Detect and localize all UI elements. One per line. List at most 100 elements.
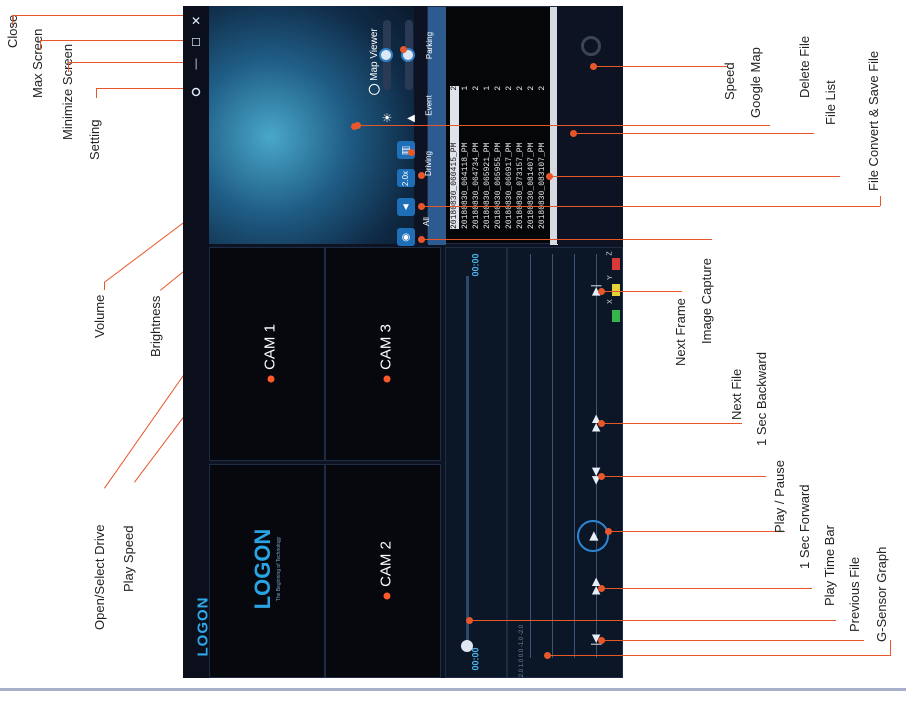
marker-g-sensor	[544, 652, 551, 659]
leader-min	[68, 62, 186, 63]
file-name: 20180830_065921_PM	[483, 142, 492, 229]
play-pause-button[interactable]: ▶	[577, 520, 609, 552]
file-event-count: 2	[505, 85, 514, 91]
leader-volume	[104, 282, 105, 290]
brightness-icon: ☀	[381, 111, 393, 125]
logo-large: LOGON The Beginning of Technology	[250, 515, 282, 623]
marker-play-time-bar	[466, 617, 473, 624]
play-time-handle[interactable]	[461, 640, 473, 652]
g-sensor-scale: 2.0 1.0 0.0 -1.0 -2.0	[519, 624, 526, 678]
label-play-pause: Play / Pause	[772, 460, 787, 533]
g-sensor-graph: X Y Z 2.0 1.0 0.0 -1.0 -2.0	[507, 247, 623, 678]
marker-previous-file	[598, 637, 605, 644]
file-event-count: 2	[516, 85, 525, 91]
brightness-slider[interactable]	[379, 20, 393, 90]
label-delete-file: Delete File	[797, 35, 812, 98]
image-capture-button[interactable]: ◉	[397, 228, 415, 246]
tab-driving[interactable]: Driving	[423, 151, 433, 176]
file-name: 20180830_073157_PM	[516, 142, 525, 229]
leader-sec-backward	[602, 476, 766, 477]
marker-delete-file	[570, 130, 577, 137]
g-sensor-x-label: X	[606, 299, 614, 304]
brightness-handle[interactable]	[379, 48, 393, 62]
cam-1-view[interactable]: CAM 1	[209, 247, 325, 461]
leader-file-convert-v	[880, 196, 881, 206]
google-map-icon[interactable]	[581, 36, 601, 56]
list-item[interactable]: 20180830_065955_PM2	[494, 86, 503, 229]
play-icon: ▶	[586, 531, 600, 541]
file-name: 20180830_065955_PM	[494, 142, 503, 229]
leader-play-time-bar	[470, 620, 836, 621]
label-gsensor-graph: G-Sensor Graph	[874, 546, 889, 642]
label-sec-backward: 1 Sec Backward	[754, 352, 769, 446]
list-item[interactable]: 20180830_081407_PM2	[527, 86, 536, 229]
tab-event[interactable]: Event	[424, 95, 434, 116]
play-time-bar-area: 00:00 00:00	[445, 247, 507, 678]
marker-play-pause	[605, 528, 612, 535]
marker-file-list	[546, 173, 553, 180]
cam-3-label: CAM 3	[378, 319, 395, 389]
leader-delete-file	[574, 133, 814, 134]
file-event-count: 1	[461, 85, 470, 91]
label-minimize-screen: Minimize Screen	[60, 43, 75, 140]
marker-speed	[590, 63, 597, 70]
g-sensor-gridline	[530, 254, 531, 658]
g-sensor-gridline	[574, 254, 575, 658]
leader-setting-v	[96, 88, 97, 98]
leader-g-sensor	[548, 655, 890, 656]
g-sensor-gridline	[596, 254, 597, 658]
g-sensor-z-label: Z	[606, 251, 614, 256]
file-event-count: 2	[450, 85, 459, 91]
list-item[interactable]: 20180830_064118_PM1	[461, 86, 470, 229]
leader-file-list	[550, 176, 840, 177]
file-name: 20180830_060415_PM	[450, 142, 459, 229]
tab-all[interactable]: All	[421, 217, 431, 226]
max-screen-icon[interactable]: ☐	[191, 36, 201, 49]
minimize-icon[interactable]: —	[190, 58, 202, 70]
label-previous-file: Previous File	[847, 556, 862, 632]
leader-setting	[96, 88, 186, 89]
volume-slider[interactable]	[401, 20, 415, 90]
list-item[interactable]: 20180830_065921_PM1	[483, 86, 492, 229]
close-icon[interactable]: ✕	[190, 14, 202, 28]
cam-1-dot	[267, 375, 275, 383]
label-setting: Setting	[87, 119, 102, 160]
marker-next-frame	[598, 288, 605, 295]
globe-icon	[368, 83, 380, 95]
list-item[interactable]: 20180830_073157_PM 2	[516, 86, 525, 229]
tab-parking[interactable]: Parking	[425, 31, 435, 60]
marker-next-file	[598, 420, 605, 427]
list-item[interactable]: 20180830_060415_PM 2	[450, 85, 459, 229]
marker-google-map	[354, 122, 361, 129]
label-next-file: Next File	[729, 368, 744, 420]
file-event-count: 2	[538, 85, 547, 91]
label-file-list: File List	[823, 80, 838, 125]
leader-previous-file	[602, 640, 864, 641]
g-sensor-legend-z	[612, 258, 620, 270]
time-end: 00:00	[470, 253, 481, 277]
cam-3-dot	[383, 375, 391, 383]
list-item[interactable]: 20180830_066917_PM2	[505, 86, 514, 229]
cam-2-view[interactable]: LOGON The Beginning of Technology	[209, 464, 325, 678]
file-name: 20180830_064734_PM	[472, 142, 481, 229]
list-item[interactable]: 20180830_064734_PM2	[472, 86, 481, 229]
g-sensor-legend-y	[612, 284, 620, 296]
cam-2-label-view[interactable]: CAM 2	[325, 464, 441, 678]
bottom-rule	[0, 688, 906, 691]
open-drive-button[interactable]: ▼	[397, 198, 415, 216]
leader-play-pause	[609, 531, 785, 532]
leader-close	[12, 15, 186, 16]
leader-sec-forward	[602, 588, 812, 589]
play-time-bar[interactable]	[466, 276, 469, 646]
time-start: 00:00	[470, 647, 481, 671]
file-list-scrollbar[interactable]	[550, 7, 558, 245]
marker-image-capture	[418, 236, 425, 243]
leader-google-map	[358, 125, 770, 126]
gear-icon[interactable]	[188, 84, 204, 100]
play-speed-button[interactable]: 2.0x	[397, 169, 415, 187]
list-item[interactable]: 20180830_083107_PM2	[538, 86, 547, 229]
label-play-time-bar: Play Time Bar	[822, 525, 837, 606]
cam-3-view[interactable]: CAM 3	[325, 247, 441, 461]
leader-image-capture	[422, 239, 712, 240]
label-speed: Speed	[722, 62, 737, 100]
